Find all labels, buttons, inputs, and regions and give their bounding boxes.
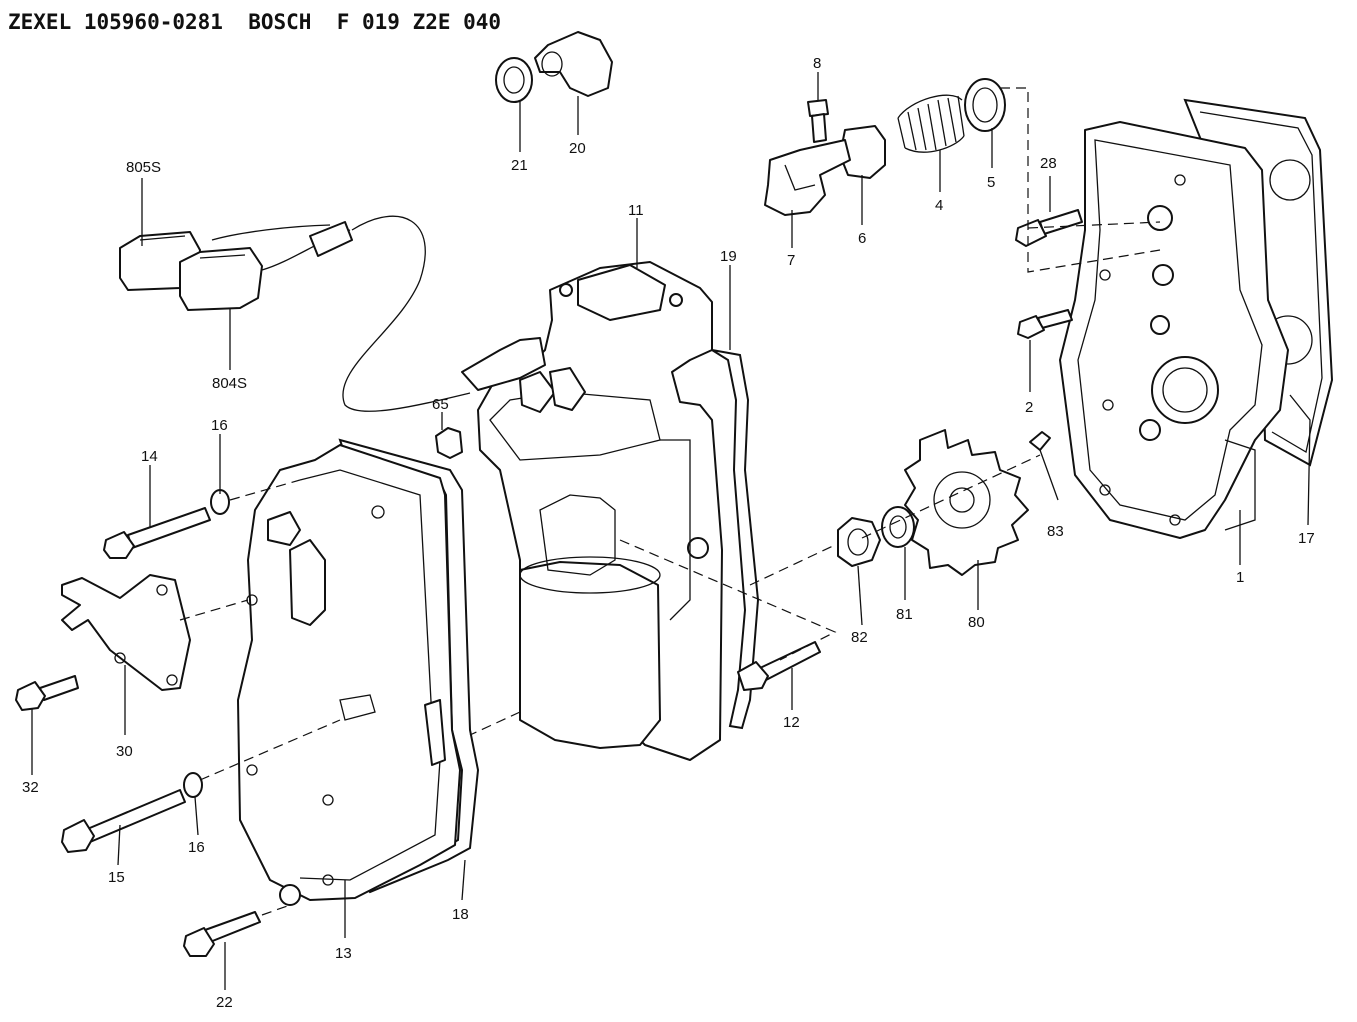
callout-15: 15 bbox=[108, 869, 125, 886]
nut-82 bbox=[837, 517, 881, 567]
page-title: ZEXEL 105960-0281 BOSCH F 019 Z2E 040 bbox=[8, 10, 502, 34]
key-83 bbox=[1029, 431, 1051, 451]
callout-13: 13 bbox=[335, 945, 352, 962]
sleeve-65 bbox=[435, 427, 463, 459]
callout-17: 17 bbox=[1298, 530, 1315, 547]
callout-32: 32 bbox=[22, 779, 39, 796]
callout-4: 4 bbox=[935, 197, 943, 214]
callout-19: 19 bbox=[720, 248, 737, 265]
gasket-19 bbox=[711, 349, 760, 730]
washer-16-lower bbox=[183, 772, 203, 798]
callout-65: 65 bbox=[432, 396, 449, 413]
leader-lines bbox=[31, 72, 1311, 990]
callout-16-upper: 16 bbox=[211, 417, 228, 434]
callout-80: 80 bbox=[968, 614, 985, 631]
callout-30: 30 bbox=[116, 743, 133, 760]
callout-81: 81 bbox=[896, 606, 913, 623]
screw-32 bbox=[15, 675, 79, 711]
bracket-7 bbox=[764, 139, 851, 216]
callout-2: 2 bbox=[1025, 399, 1033, 416]
bolt-14 bbox=[103, 507, 211, 559]
callout-22: 22 bbox=[216, 994, 233, 1011]
screw-22 bbox=[183, 911, 261, 957]
callout-83: 83 bbox=[1047, 523, 1064, 540]
plug-20 bbox=[534, 31, 613, 97]
screw-8 bbox=[807, 99, 829, 143]
callout-7: 7 bbox=[787, 252, 795, 269]
callout-21: 21 bbox=[511, 157, 528, 174]
callout-805s: 805S bbox=[126, 159, 161, 176]
connector-804s bbox=[179, 247, 263, 311]
callout-12: 12 bbox=[783, 714, 800, 731]
gear-80 bbox=[904, 429, 1029, 576]
callout-18: 18 bbox=[452, 906, 469, 923]
callout-6: 6 bbox=[858, 230, 866, 247]
wire-sleeve bbox=[309, 221, 353, 257]
cover-13 bbox=[237, 444, 461, 906]
spring-4 bbox=[897, 94, 965, 153]
callout-labels: 21 20 8 5 4 6 7 28 805S 804S 11 19 2 65 … bbox=[22, 55, 1315, 1011]
callout-14: 14 bbox=[141, 448, 158, 465]
ring-21 bbox=[495, 57, 533, 103]
seal-5 bbox=[964, 78, 1006, 132]
screw-28 bbox=[1015, 209, 1083, 247]
callout-20: 20 bbox=[569, 140, 586, 157]
wire-loop bbox=[342, 215, 471, 412]
callout-8: 8 bbox=[813, 55, 821, 72]
callout-5: 5 bbox=[987, 174, 995, 191]
assembly-guide-lines bbox=[179, 87, 1161, 916]
housing-1 bbox=[1059, 121, 1289, 539]
governor-assembly-11 bbox=[461, 261, 723, 761]
callout-82: 82 bbox=[851, 629, 868, 646]
callout-16-lower: 16 bbox=[188, 839, 205, 856]
bracket-30 bbox=[61, 574, 191, 691]
bolt-12 bbox=[737, 641, 821, 691]
callout-1: 1 bbox=[1236, 569, 1244, 586]
callout-28: 28 bbox=[1040, 155, 1057, 172]
callout-11: 11 bbox=[628, 202, 644, 219]
washer-81 bbox=[881, 506, 915, 548]
screw-2 bbox=[1017, 309, 1073, 339]
bolt-15 bbox=[61, 789, 186, 853]
callout-804s: 804S bbox=[212, 375, 247, 392]
